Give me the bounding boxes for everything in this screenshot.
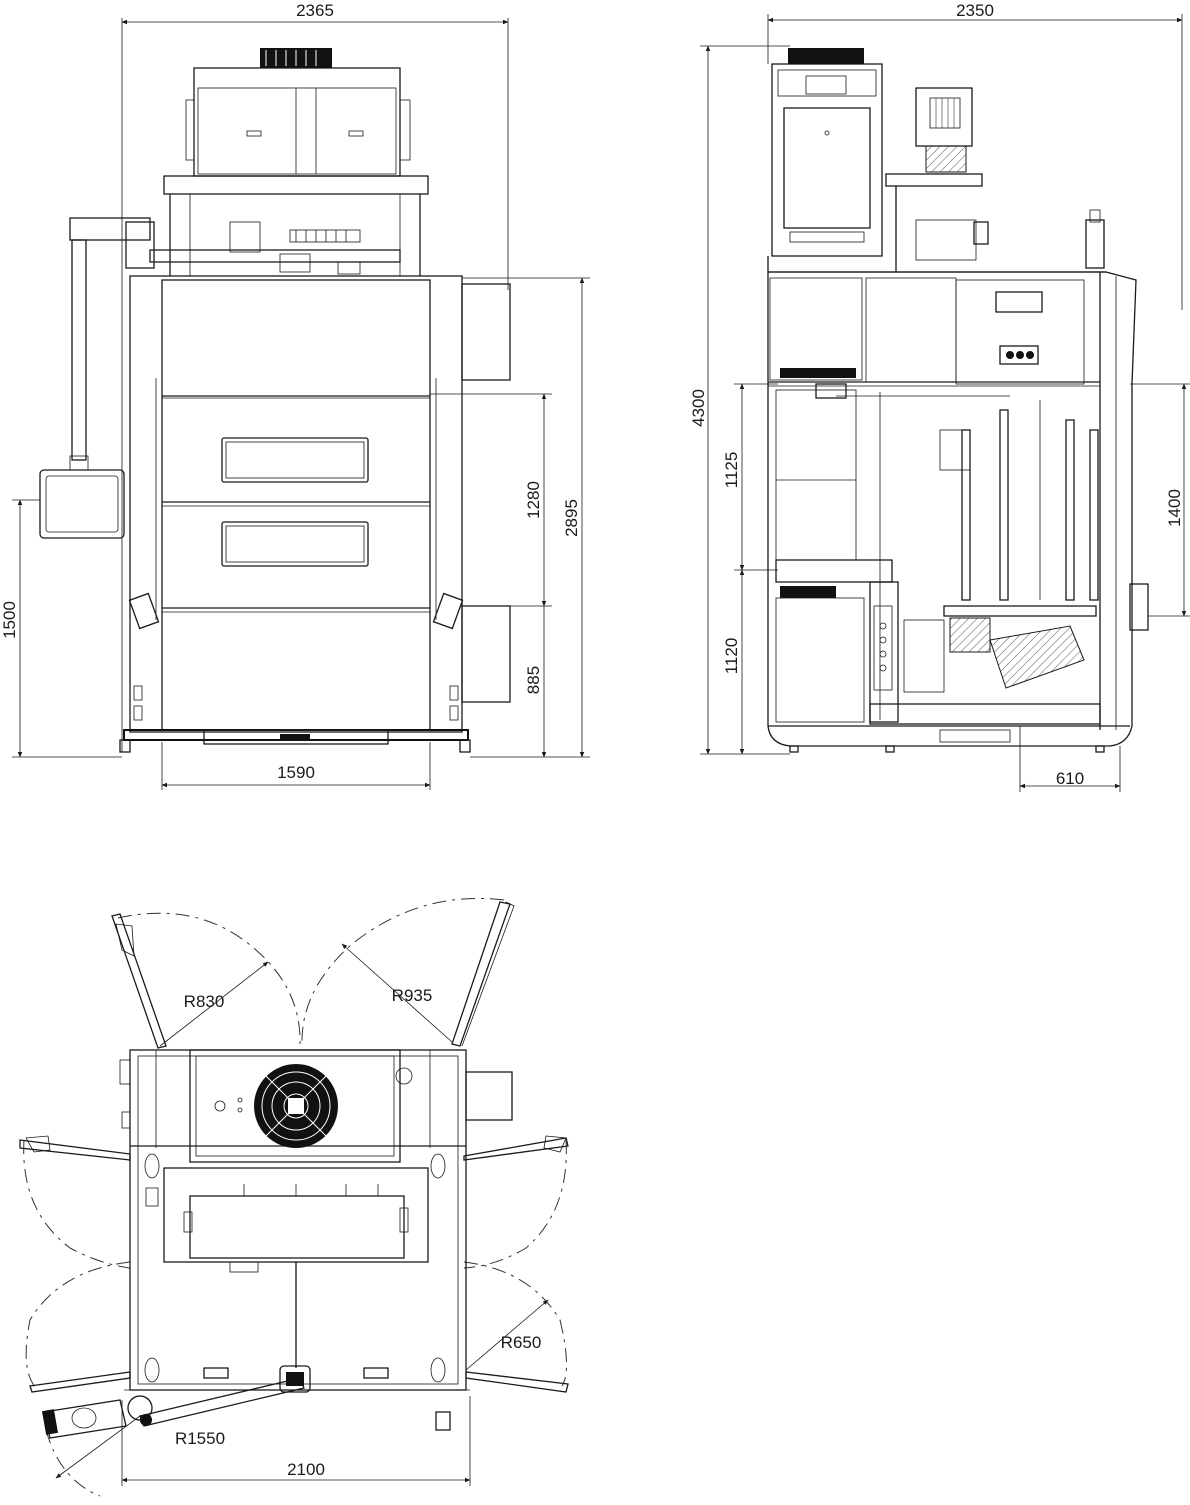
top-radius-leaders — [55, 943, 549, 1479]
top-door-swing-arcs — [23, 897, 568, 1497]
side-upper-equipment — [885, 87, 1105, 272]
dim-side-right-height: 1400 — [1165, 489, 1184, 527]
dim-front-total-height: 2895 — [562, 499, 581, 537]
dim-side-overall-width: 2350 — [956, 1, 994, 20]
dim-top-radius-arm: R1550 — [175, 1429, 225, 1448]
side-view: 2350 4300 1125 1120 1400 610 — [689, 1, 1190, 792]
top-view: R830 R935 R650 R1550 2100 — [19, 897, 569, 1497]
top-width-dimension — [121, 1396, 471, 1486]
dim-front-lower-height: 885 — [524, 666, 543, 694]
front-support-frame — [149, 175, 429, 276]
dim-front-left-height: 1500 — [0, 601, 19, 639]
dim-front-base-width: 1590 — [277, 763, 315, 782]
front-base — [119, 729, 471, 753]
top-equipment-block — [163, 1167, 429, 1368]
side-dimensions — [700, 14, 1190, 792]
fan-grille-icon — [265, 50, 317, 66]
dim-front-overall-width: 2365 — [296, 1, 334, 20]
dim-side-depth-offset: 610 — [1056, 769, 1084, 788]
top-swing-arm — [42, 1365, 311, 1439]
dim-top-radius-left-door: R830 — [184, 992, 225, 1011]
front-dimensions — [12, 18, 590, 790]
top-fan-unit — [189, 1049, 513, 1163]
front-view: 2365 1590 2895 1280 885 1500 — [0, 1, 590, 790]
side-cooling-unit — [771, 48, 883, 257]
dim-front-upper-height: 1280 — [524, 481, 543, 519]
dim-side-lower-section: 1120 — [722, 638, 741, 675]
dim-side-upper-section: 1125 — [722, 452, 741, 489]
dim-top-overall-width: 2100 — [287, 1460, 325, 1479]
fan-icon — [254, 1064, 338, 1148]
dim-top-radius-side-door: R650 — [501, 1333, 542, 1352]
dim-top-radius-right-door: R935 — [392, 986, 433, 1005]
front-cooling-unit — [185, 48, 411, 177]
dim-side-total-height: 4300 — [689, 389, 708, 427]
side-main-cabinet — [767, 256, 1149, 753]
front-main-cabinet — [128, 275, 511, 733]
front-boom-arm — [39, 217, 155, 539]
